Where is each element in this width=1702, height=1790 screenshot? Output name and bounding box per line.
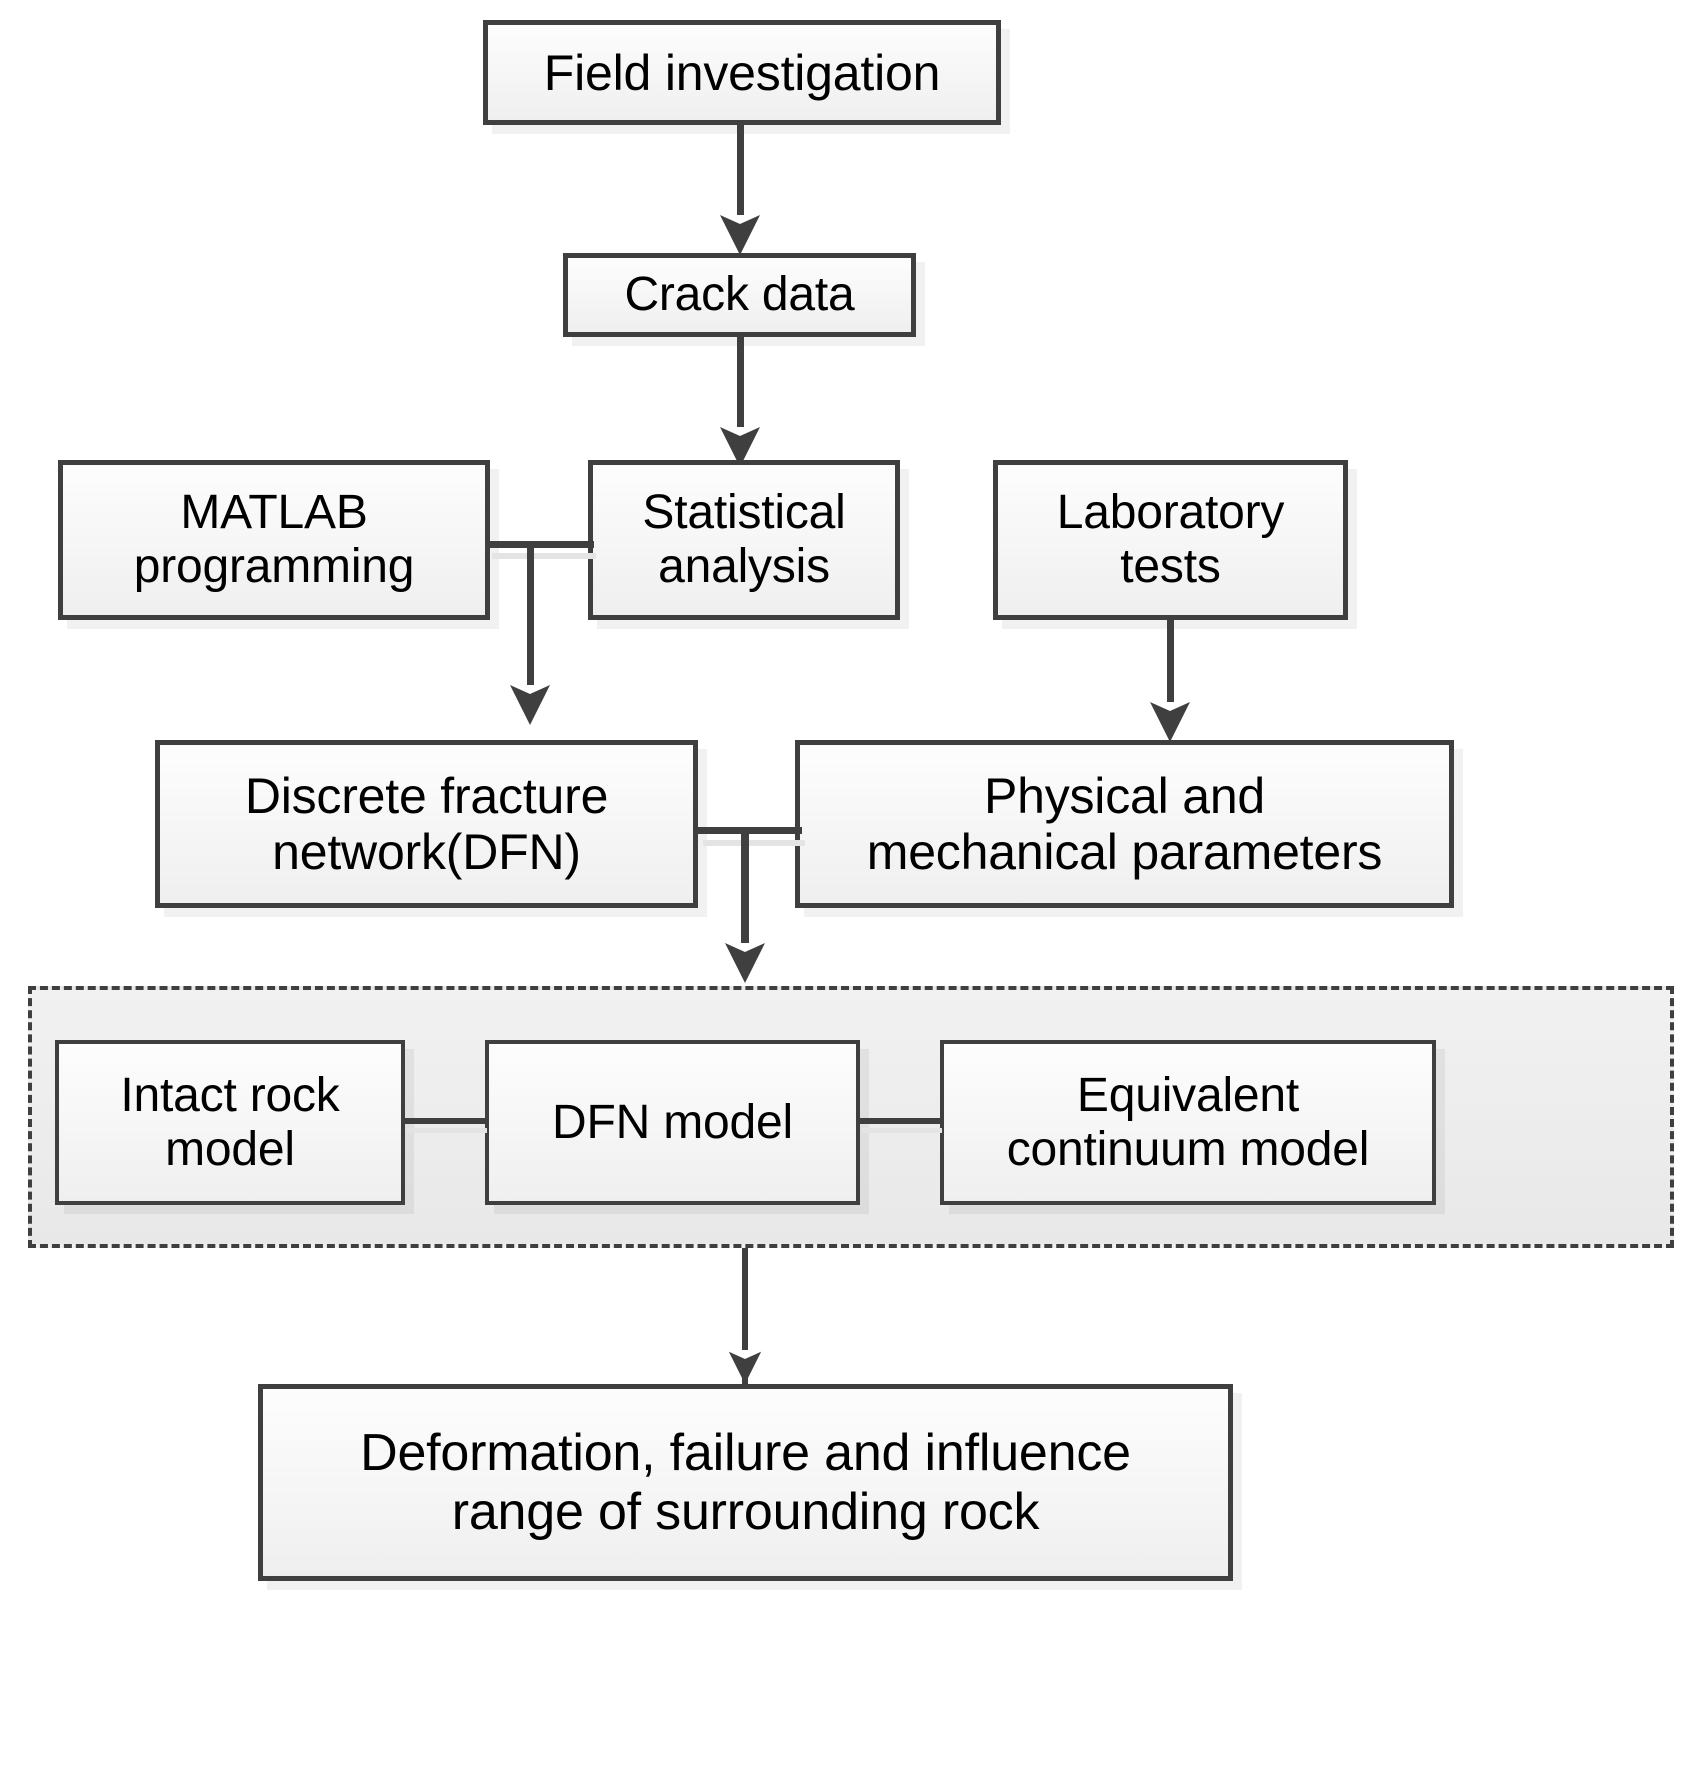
edge-dfnmodel-equivalent-shadow [862, 1128, 942, 1133]
edge-dfn-physical-shadow [703, 840, 805, 846]
node-equivalent-continuum-model[interactable]: Equivalent continuum model [940, 1040, 1436, 1205]
edge-junction-to-group-line [741, 827, 749, 947]
node-laboratory-tests[interactable]: Laboratory tests [993, 460, 1348, 620]
node-dfn-model[interactable]: DFN model [485, 1040, 860, 1205]
edge-intact-dfnmodel-shadow [407, 1128, 487, 1133]
edge-field-to-crack-notch [720, 215, 760, 224]
edge-junction-to-dfn-line [527, 541, 534, 689]
edge-group-to-outcome-line [742, 1248, 748, 1384]
edge-lab-to-physical-line [1167, 620, 1174, 718]
edge-matlab-statistical-line [488, 541, 594, 548]
node-matlab-programming[interactable]: MATLAB programming [58, 460, 490, 620]
edge-dfn-physical-line [698, 827, 802, 834]
edge-dfnmodel-equivalent-line [859, 1118, 943, 1124]
node-discrete-fracture-network[interactable]: Discrete fracture network(DFN) [155, 740, 698, 908]
edge-matlab-statistical-shadow [492, 553, 596, 559]
node-field-investigation[interactable]: Field investigation [483, 20, 1001, 125]
node-crack-data[interactable]: Crack data [563, 253, 916, 337]
edge-junction-to-group-notch [725, 943, 765, 952]
edge-group-to-outcome-notch [725, 1350, 765, 1359]
node-statistical-analysis[interactable]: Statistical analysis [588, 460, 900, 620]
edge-crack-to-statistical-line [737, 337, 744, 441]
edge-field-to-crack-line [737, 125, 744, 229]
node-outcome[interactable]: Deformation, failure and influence range… [258, 1384, 1233, 1581]
node-physical-mechanical-parameters[interactable]: Physical and mechanical parameters [795, 740, 1454, 908]
edge-intact-dfnmodel-line [404, 1118, 488, 1124]
edge-crack-to-statistical-notch [720, 427, 760, 436]
edge-lab-to-physical-notch [1150, 702, 1190, 711]
node-intact-rock-model[interactable]: Intact rock model [55, 1040, 405, 1205]
edge-junction-to-dfn-notch [510, 685, 550, 694]
